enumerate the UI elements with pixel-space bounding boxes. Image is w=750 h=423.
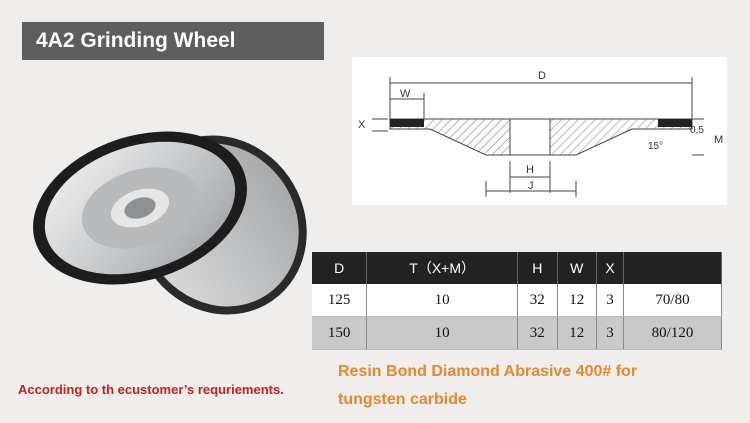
grinding-wheel-photo	[33, 131, 307, 315]
cross-section-diagram: D W X H J M 0,5 15°	[352, 57, 727, 205]
table-header-row: D T（X+M） H W X	[312, 252, 722, 284]
customization-note: According to th ecustomer’s requriements…	[18, 382, 284, 397]
cell: 32	[517, 316, 558, 350]
table-row: 125 10 32 12 3 70/80	[312, 284, 722, 317]
label-h: H	[526, 164, 534, 176]
label-d: D	[538, 70, 546, 82]
table-row: 150 10 32 12 3 80/120	[312, 316, 722, 350]
description-line: tungsten carbide	[338, 391, 467, 408]
cell: 10	[366, 284, 519, 317]
col-header: W	[557, 252, 597, 284]
label-j: J	[528, 180, 534, 192]
front-wheel	[33, 131, 247, 285]
cell: 70/80	[623, 284, 722, 317]
col-header: D	[312, 252, 368, 284]
label-w: W	[400, 88, 411, 100]
col-header: T（X+M）	[366, 252, 519, 284]
cell: 150	[312, 316, 368, 350]
product-description: Resin Bond Diamond Abrasive 400# for tun…	[338, 358, 728, 414]
label-m: M	[714, 134, 723, 146]
cell: 12	[557, 284, 597, 317]
label-x: X	[358, 119, 366, 131]
col-header: X	[596, 252, 625, 284]
col-header	[623, 252, 722, 284]
spec-table: D T（X+M） H W X 125 10 32 12 3 70/80 150 …	[312, 252, 722, 350]
cell: 125	[312, 284, 368, 317]
label-angle: 15°	[648, 141, 663, 152]
cell: 3	[596, 284, 625, 317]
cell: 32	[517, 284, 558, 317]
label-rim: 0,5	[690, 125, 704, 136]
cell: 12	[557, 316, 597, 350]
description-line: Resin Bond Diamond Abrasive 400# for	[338, 363, 638, 380]
cell: 10	[366, 316, 519, 350]
cell: 80/120	[623, 316, 722, 350]
page-title: 4A2 Grinding Wheel	[22, 22, 324, 60]
col-header: H	[517, 252, 558, 284]
cell: 3	[596, 316, 625, 350]
